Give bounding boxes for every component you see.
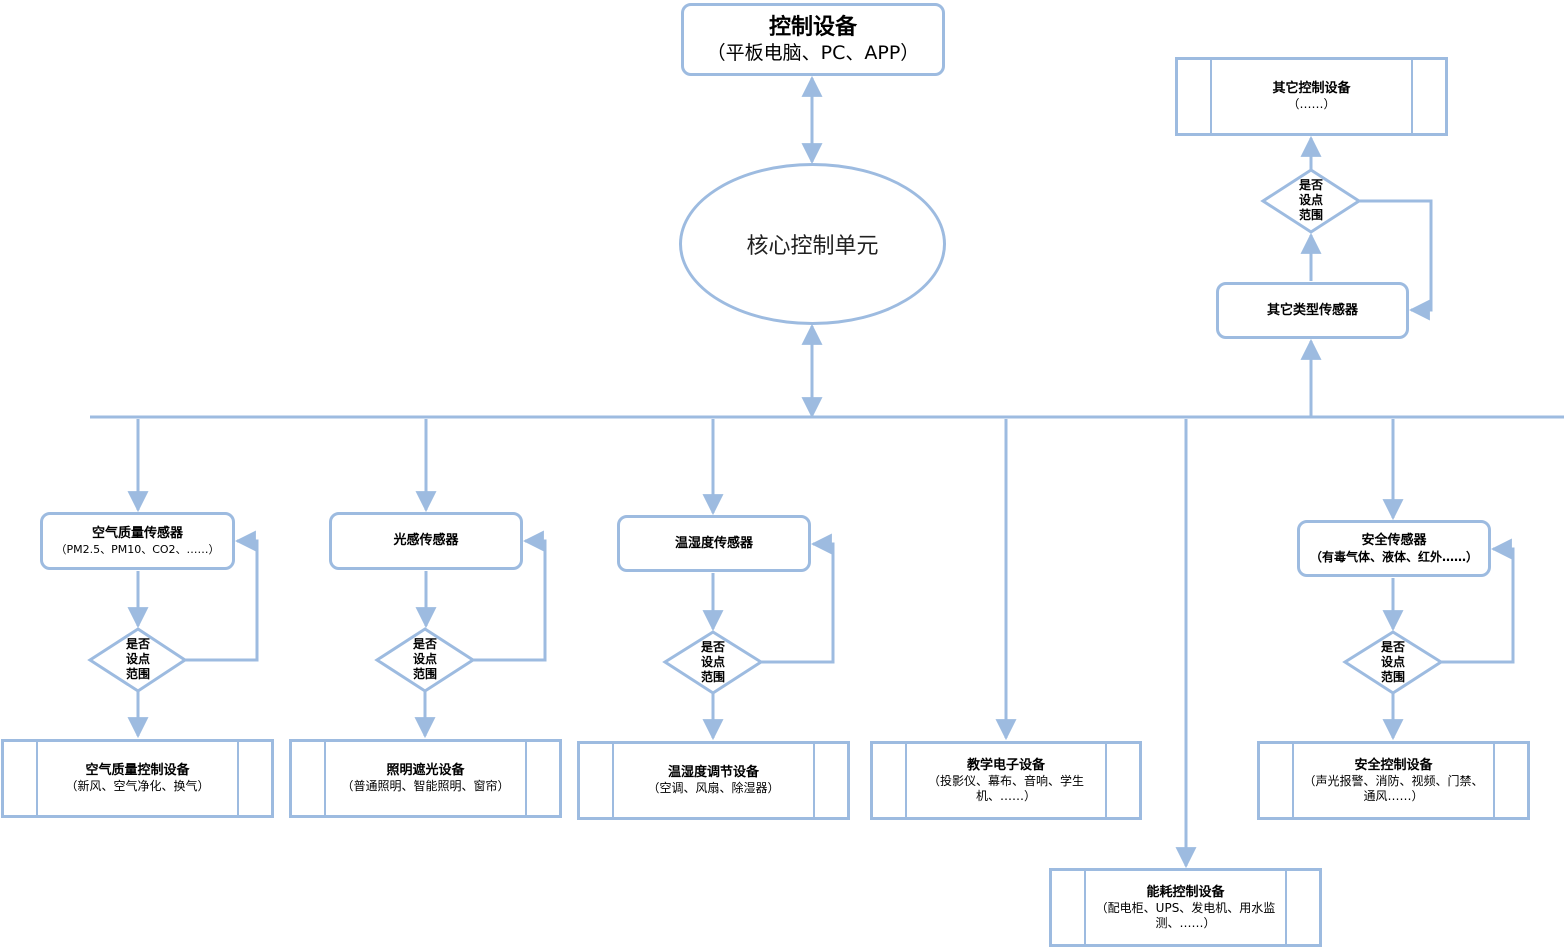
- temp-device-title: 温湿度调节设备: [667, 765, 759, 780]
- air-decision-label: 是否设点范围: [125, 637, 150, 681]
- other-sensor-title: 其它类型传感器: [1266, 302, 1358, 318]
- other-device-title: 其它控制设备: [1272, 81, 1351, 96]
- safety-sensor-subtitle: （有毒气体、液体、红外……）: [1309, 549, 1478, 564]
- temperature-humidity-device[interactable]: 温湿度调节设备 （空调、风扇、除湿器）: [577, 741, 850, 820]
- light-device-subtitle: （普通照明、智能照明、窗帘）: [341, 779, 510, 793]
- control-device-box[interactable]: 控制设备 （平板电脑、PC、APP）: [681, 3, 945, 76]
- light-sensor-title: 光感传感器: [393, 533, 459, 548]
- light-sensor[interactable]: 光感传感器: [329, 512, 523, 570]
- safety-decision-label: 是否设点范围: [1380, 640, 1405, 684]
- safety-sensor-title: 安全传感器: [1361, 532, 1427, 548]
- light-decision-label: 是否设点范围: [412, 637, 437, 681]
- energy-device-subtitle: （配电柜、UPS、发电机、用水监测、……）: [1095, 900, 1276, 930]
- other-control-device[interactable]: 其它控制设备 （……）: [1175, 57, 1448, 136]
- energy-control-device[interactable]: 能耗控制设备 （配电柜、UPS、发电机、用水监测、……）: [1049, 868, 1322, 947]
- light-device-title: 照明遮光设备: [386, 763, 465, 778]
- air-device-subtitle: （新风、空气净化、换气）: [65, 779, 210, 793]
- teaching-electronic-device[interactable]: 教学电子设备 （投影仪、幕布、音响、学生机、……）: [870, 741, 1142, 820]
- other-sensor[interactable]: 其它类型传感器: [1216, 282, 1409, 339]
- teaching-device-subtitle: （投影仪、幕布、音响、学生机、……）: [927, 773, 1084, 803]
- air-quality-sensor[interactable]: 空气质量传感器 （PM2.5、PM10、CO2、……）: [40, 512, 235, 570]
- control-device-title: 控制设备: [768, 14, 857, 40]
- lighting-shading-device[interactable]: 照明遮光设备 （普通照明、智能照明、窗帘）: [289, 739, 562, 818]
- other-device-subtitle: （……）: [1287, 97, 1336, 111]
- energy-device-title: 能耗控制设备: [1146, 884, 1225, 900]
- air-sensor-title: 空气质量传感器: [91, 525, 183, 541]
- safety-device-subtitle: （声光报警、消防、视频、门禁、通风……）: [1303, 773, 1484, 803]
- other-decision-diamond: [1260, 168, 1362, 234]
- other-decision-label: 是否设点范围: [1298, 178, 1323, 222]
- core-control-unit[interactable]: 核心控制单元: [679, 163, 946, 325]
- air-sensor-subtitle: （PM2.5、PM10、CO2、……）: [55, 542, 220, 556]
- temperature-humidity-sensor[interactable]: 温湿度传感器: [617, 515, 811, 572]
- safety-control-device[interactable]: 安全控制设备 （声光报警、消防、视频、门禁、通风……）: [1257, 741, 1530, 820]
- temp-decision-label: 是否设点范围: [700, 640, 725, 684]
- temp-device-subtitle: （空调、风扇、除湿器）: [647, 781, 780, 795]
- control-device-subtitle: （平板电脑、PC、APP）: [706, 41, 920, 64]
- air-quality-control-device[interactable]: 空气质量控制设备 （新风、空气净化、换气）: [1, 739, 274, 818]
- safety-device-title: 安全控制设备: [1354, 757, 1433, 773]
- core-control-label: 核心控制单元: [746, 234, 879, 259]
- teaching-device-title: 教学电子设备: [966, 757, 1045, 773]
- temp-sensor-title: 温湿度传感器: [674, 535, 753, 551]
- air-device-title: 空气质量控制设备: [85, 763, 190, 778]
- safety-sensor[interactable]: 安全传感器 （有毒气体、液体、红外……）: [1297, 520, 1491, 577]
